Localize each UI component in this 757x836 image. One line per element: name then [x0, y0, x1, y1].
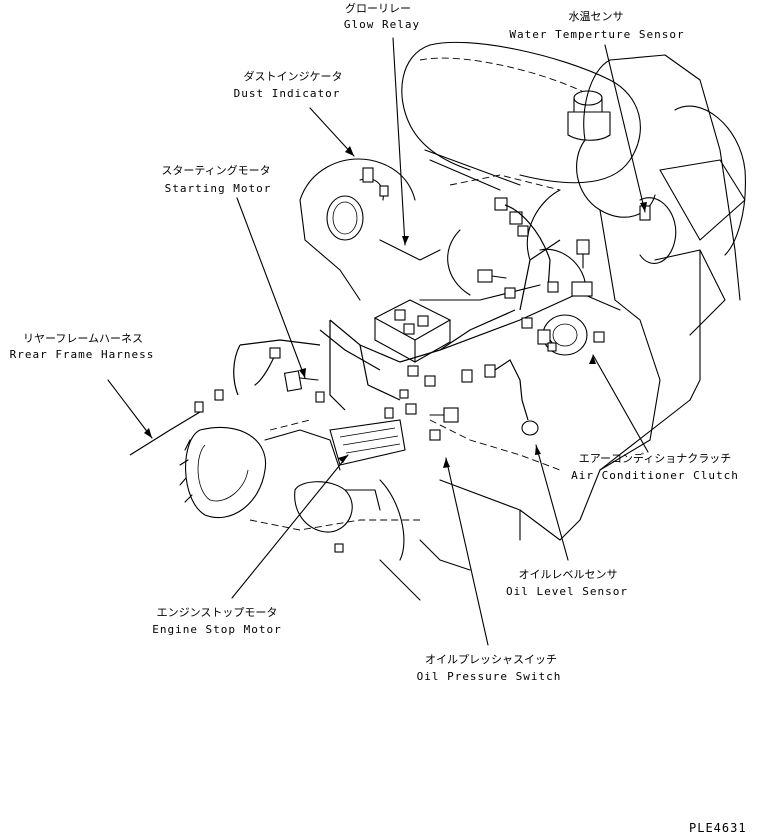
- dust-indicator-label-jp: ダストインジケータ: [243, 70, 343, 83]
- water-temp-sensor-label-jp: 水温センサ: [568, 10, 624, 23]
- leader-oil-pressure: [445, 457, 489, 646]
- ac-clutch-label-jp: エアーコンディショナクラッチ: [578, 452, 732, 465]
- air-cleaner: [401, 41, 641, 191]
- engine-stop-motor-label-jp: エンジンストップモータ: [156, 606, 278, 619]
- leader-lines: [107, 37, 649, 646]
- starting-motor-label-en: Starting Motor: [164, 182, 272, 195]
- drawing-number: PLE4631: [689, 821, 747, 835]
- leader-rear-harness: [107, 379, 153, 439]
- arrow-heads: [144, 146, 647, 468]
- rear-frame-harness-wires: [129, 339, 321, 456]
- ac-clutch-body: [537, 314, 588, 356]
- glow-relay-label-en: Glow Relay: [343, 18, 421, 31]
- dust-indicator-label-en: Dust Indicator: [233, 87, 341, 100]
- leader-glow-relay: [392, 37, 406, 246]
- glow-relay-label-jp: グローリレー: [345, 2, 411, 15]
- radiator-fan: [583, 54, 746, 401]
- engine-stop-motor-body: [294, 419, 406, 553]
- harness-bracket: [319, 239, 576, 411]
- starting-motor-bolt: [283, 370, 325, 403]
- water-temp-sensor-label-en: Water Temperture Sensor: [509, 28, 685, 41]
- engine-stop-motor-label-en: Engine Stop Motor: [152, 623, 282, 636]
- filler-cap: [567, 90, 611, 141]
- leader-starting-motor: [236, 197, 306, 379]
- oil-level-sensor-label-en: Oil Level Sensor: [506, 585, 628, 598]
- leader-dust-indicator: [309, 107, 355, 157]
- starting-motor-label-jp: スターティングモータ: [161, 164, 271, 177]
- ac-clutch-label-en: Air Conditioner Clutch: [571, 469, 739, 482]
- air-intake: [299, 158, 441, 301]
- leader-water-temp: [604, 44, 646, 213]
- oil-pressure-switch-label-en: Oil Pressure Switch: [416, 670, 562, 683]
- leader-ac-clutch: [592, 354, 649, 453]
- leader-oil-level: [535, 444, 569, 561]
- leader-engine-stop: [231, 454, 349, 599]
- rear-frame-harness-label-jp: リヤーフレームハーネス: [22, 332, 144, 345]
- oil-level-sensor-label-jp: オイルレベルセンサ: [518, 568, 618, 581]
- oil-pressure-switch-label-jp: オイルプレッシャスイッチ: [425, 653, 557, 666]
- rear-frame-harness-label-en: Rrear Frame Harness: [9, 348, 155, 361]
- glow-relay-box: [373, 299, 452, 363]
- sensor-connectors: [384, 197, 651, 441]
- alternator: [179, 419, 341, 519]
